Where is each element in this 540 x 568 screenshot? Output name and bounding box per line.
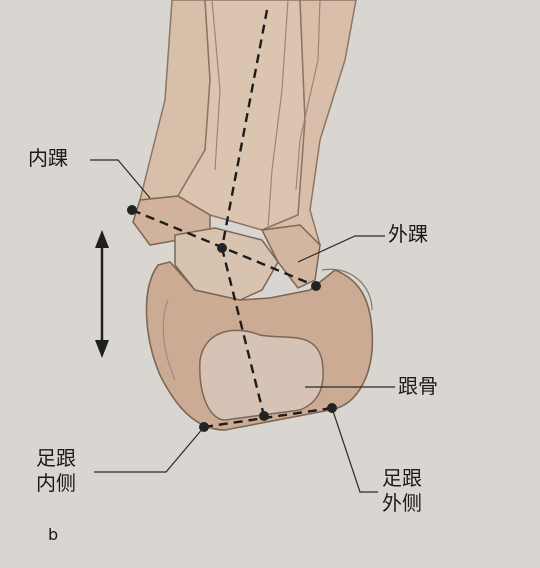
leader-lines	[90, 159, 395, 493]
heel-medial-label-line1: 足跟	[36, 446, 76, 470]
heel-medial-label-line2: 内侧	[36, 471, 76, 495]
calcaneus-shape	[145, 261, 374, 431]
heel-center-marker	[259, 411, 269, 421]
figure-sublabel: b	[48, 525, 59, 544]
vertical-double-arrow-icon	[95, 230, 109, 358]
calcaneus-label: 跟骨	[398, 374, 438, 398]
heel-lateral-label-line2: 外侧	[382, 491, 422, 515]
heel-lateral-label: 足跟 外侧	[382, 466, 422, 516]
leg-bones	[139, 0, 357, 284]
heel-medial-label: 足跟 内侧	[36, 446, 76, 496]
heel-lateral-label-line1: 足跟	[382, 466, 422, 490]
landmark-markers	[127, 205, 337, 432]
heel-lateral-marker	[327, 403, 337, 413]
lateral-malleolus-label: 外踝	[388, 222, 428, 246]
lateral-malleolus-marker	[311, 281, 321, 291]
talus-marker	[217, 243, 227, 253]
heel-medial-marker	[199, 422, 209, 432]
medial-malleolus-marker	[127, 205, 137, 215]
lateral-malleolus-shape	[260, 224, 321, 289]
medial-malleolus-label: 内踝	[28, 146, 68, 170]
